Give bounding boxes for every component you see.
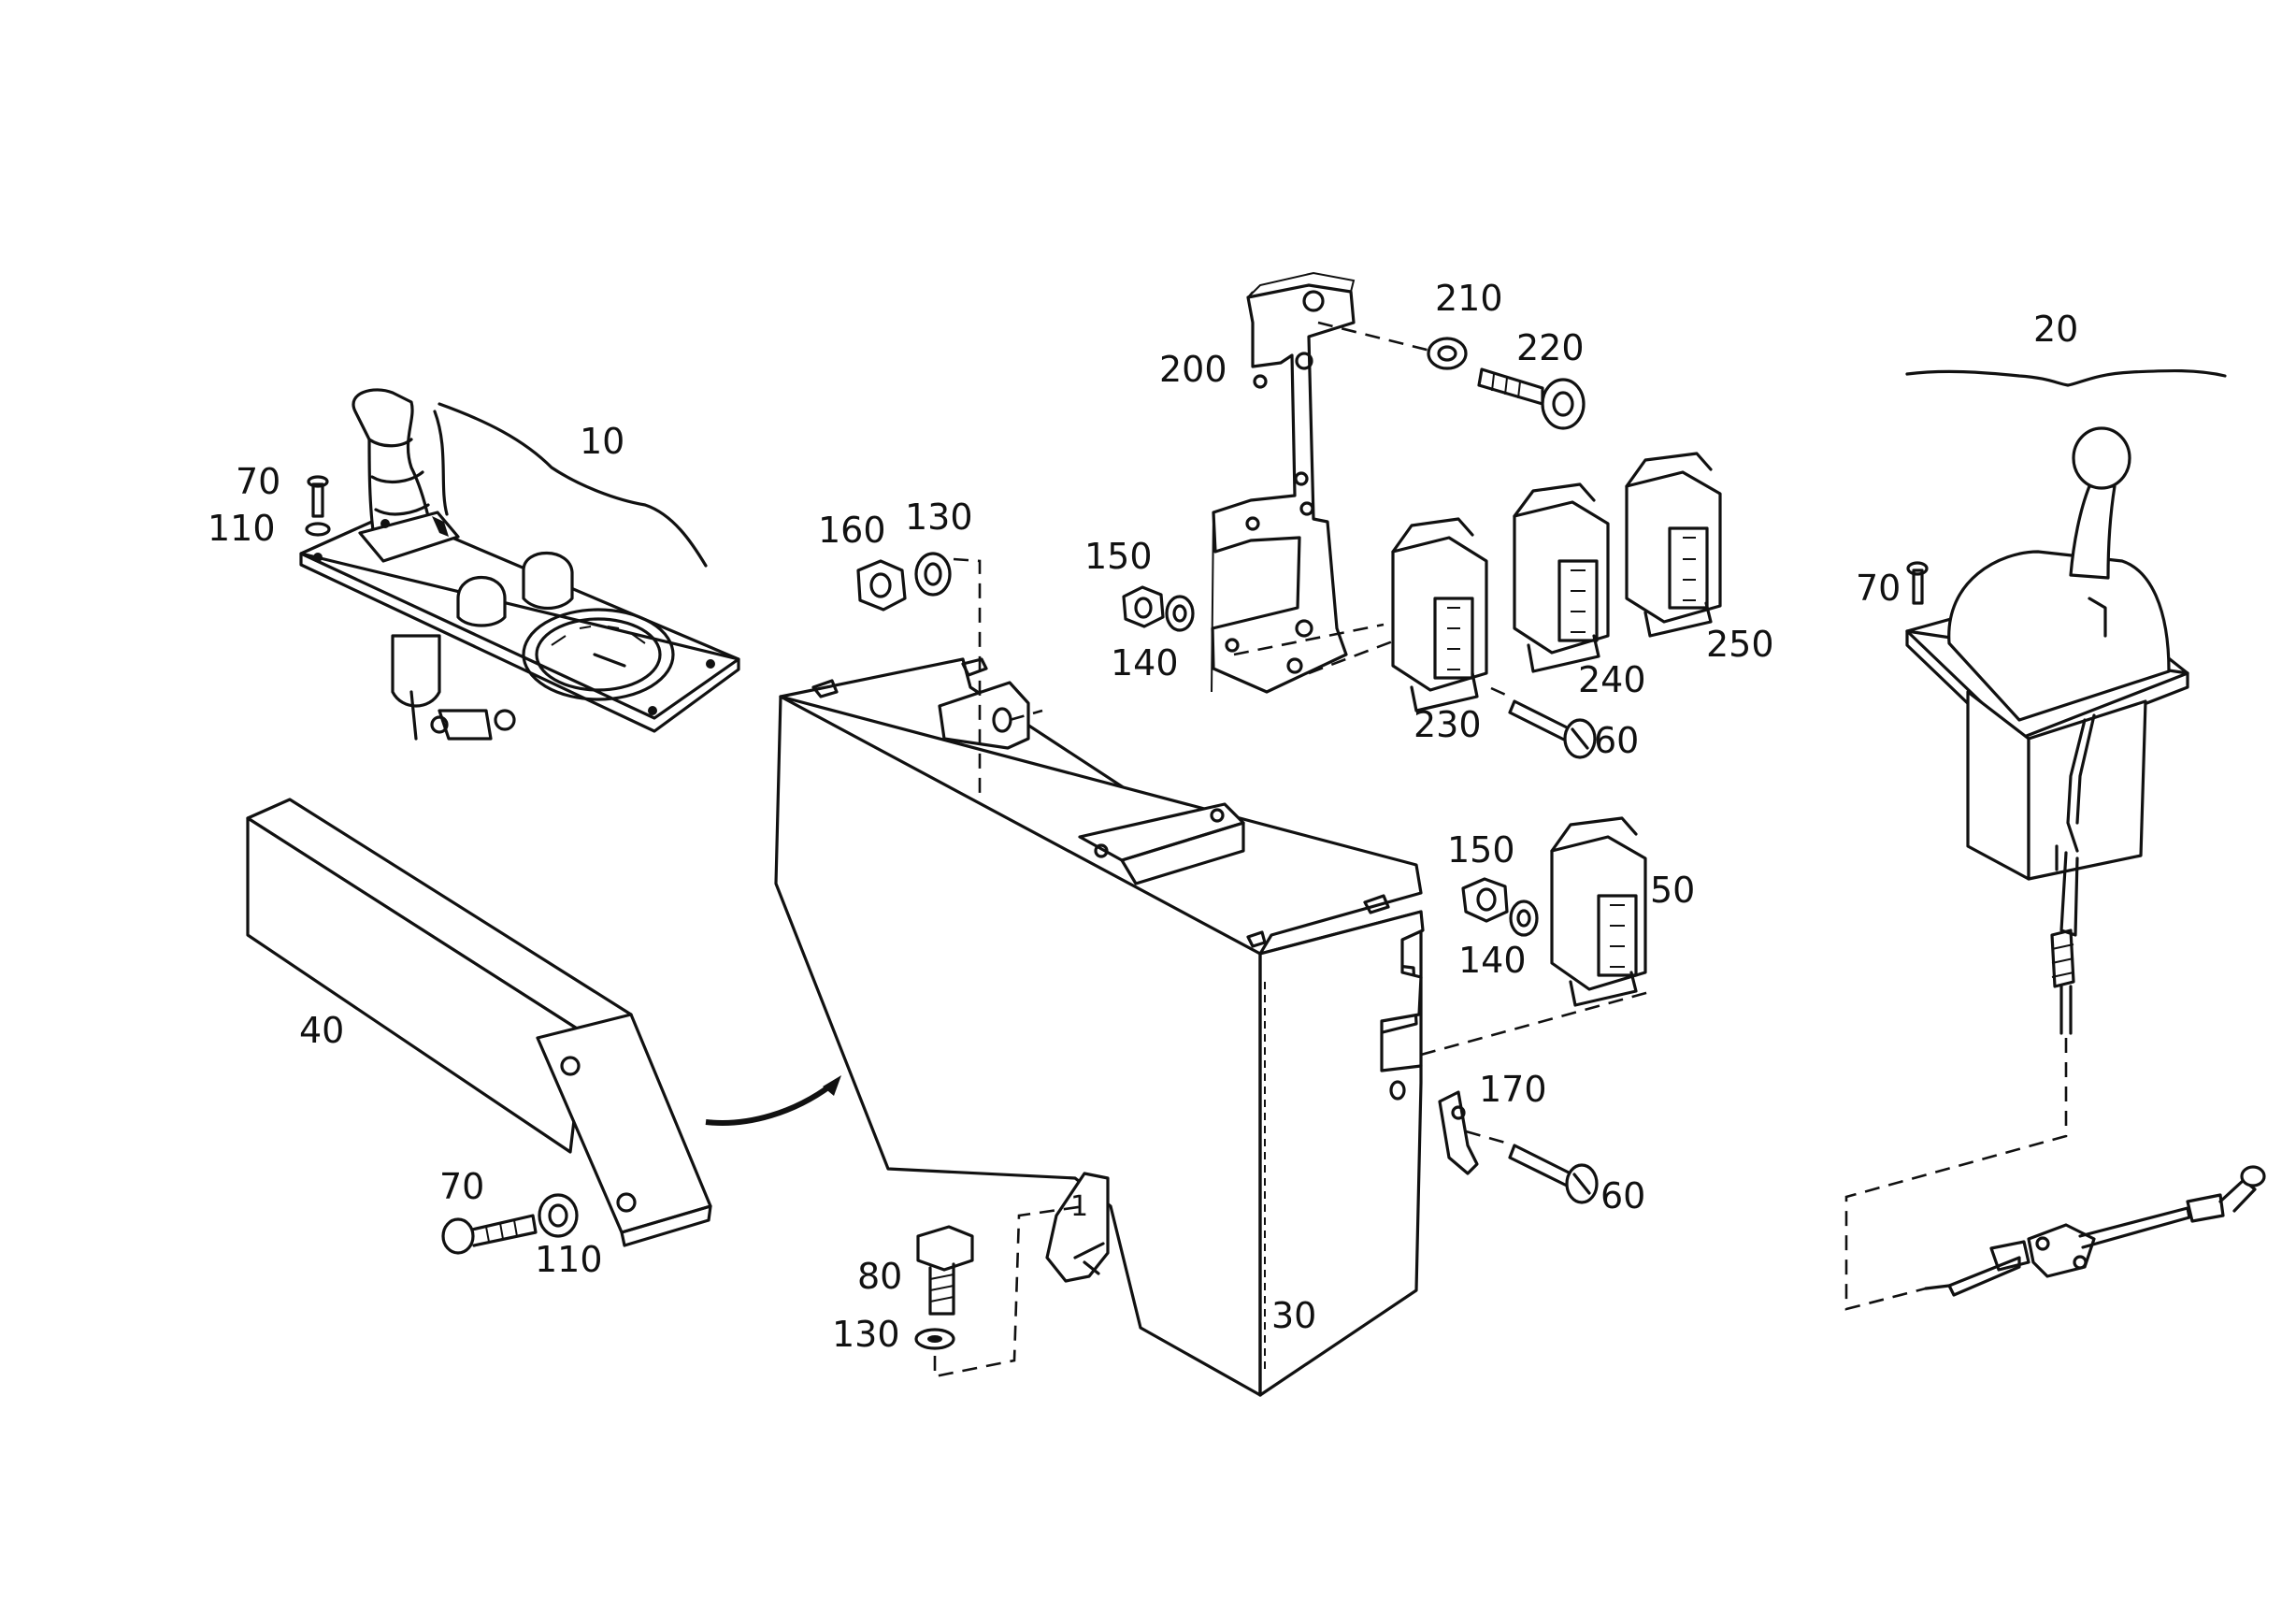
part-label-1: 1	[1070, 1190, 1088, 1223]
connector-250	[1625, 452, 1722, 638]
part-label-60-bottom: 60	[1600, 1175, 1645, 1216]
nut-160	[856, 552, 952, 612]
part-label-170: 170	[1479, 1069, 1547, 1110]
part-label-130-top: 130	[905, 497, 973, 538]
part-label-70-panel: 70	[236, 461, 280, 502]
screw-60-top	[1490, 686, 1597, 759]
part-label-220: 220	[1516, 327, 1585, 368]
connector-50	[1550, 816, 1647, 1007]
washer-210	[1427, 337, 1468, 370]
screw-60-bottom	[1465, 1130, 1599, 1204]
part-label-150-top: 150	[1084, 536, 1153, 577]
part-label-250: 250	[1706, 624, 1774, 665]
part-label-70-lever: 70	[1856, 568, 1901, 609]
connector-230	[1391, 517, 1488, 712]
part-label-230: 230	[1413, 704, 1482, 745]
part-label-140-bottom: 140	[1458, 940, 1527, 981]
part-label-60-top: 60	[1594, 720, 1639, 761]
bolt-80	[914, 1225, 974, 1350]
arrow-head	[823, 1075, 841, 1096]
nut-150-top	[1122, 585, 1195, 632]
control-panel-assembly	[299, 388, 740, 741]
part-label-130-bottom: 130	[832, 1314, 900, 1355]
part-label-30: 30	[1271, 1295, 1316, 1336]
part-label-20: 20	[2033, 309, 2078, 350]
side-bracket	[246, 798, 712, 1255]
part-label-80: 80	[857, 1256, 902, 1297]
part-label-70-bracket: 70	[439, 1166, 484, 1207]
part-label-200: 200	[1159, 349, 1227, 390]
part-label-140-top: 140	[1111, 642, 1179, 684]
part-label-40: 40	[299, 1010, 344, 1051]
nut-150-bottom	[1461, 877, 1539, 937]
main-housing	[774, 657, 1425, 1397]
part-label-150-bottom: 150	[1447, 829, 1515, 871]
part-label-10: 10	[580, 421, 624, 462]
control-cable	[1844, 1038, 2266, 1311]
screw-220	[1477, 367, 1586, 430]
part-label-50: 50	[1650, 870, 1695, 911]
part-label-110-bracket: 110	[535, 1239, 603, 1280]
mounting-plate	[1211, 271, 1356, 694]
connector-240	[1513, 482, 1610, 673]
assembly-arrow	[705, 1082, 834, 1126]
part-label-110-panel: 110	[208, 508, 276, 549]
part-label-160: 160	[818, 510, 886, 551]
clip-170	[1438, 1090, 1479, 1175]
part-label-240: 240	[1578, 659, 1646, 700]
part-label-210: 210	[1435, 278, 1503, 319]
gear-lever-unit	[1905, 368, 2227, 1035]
